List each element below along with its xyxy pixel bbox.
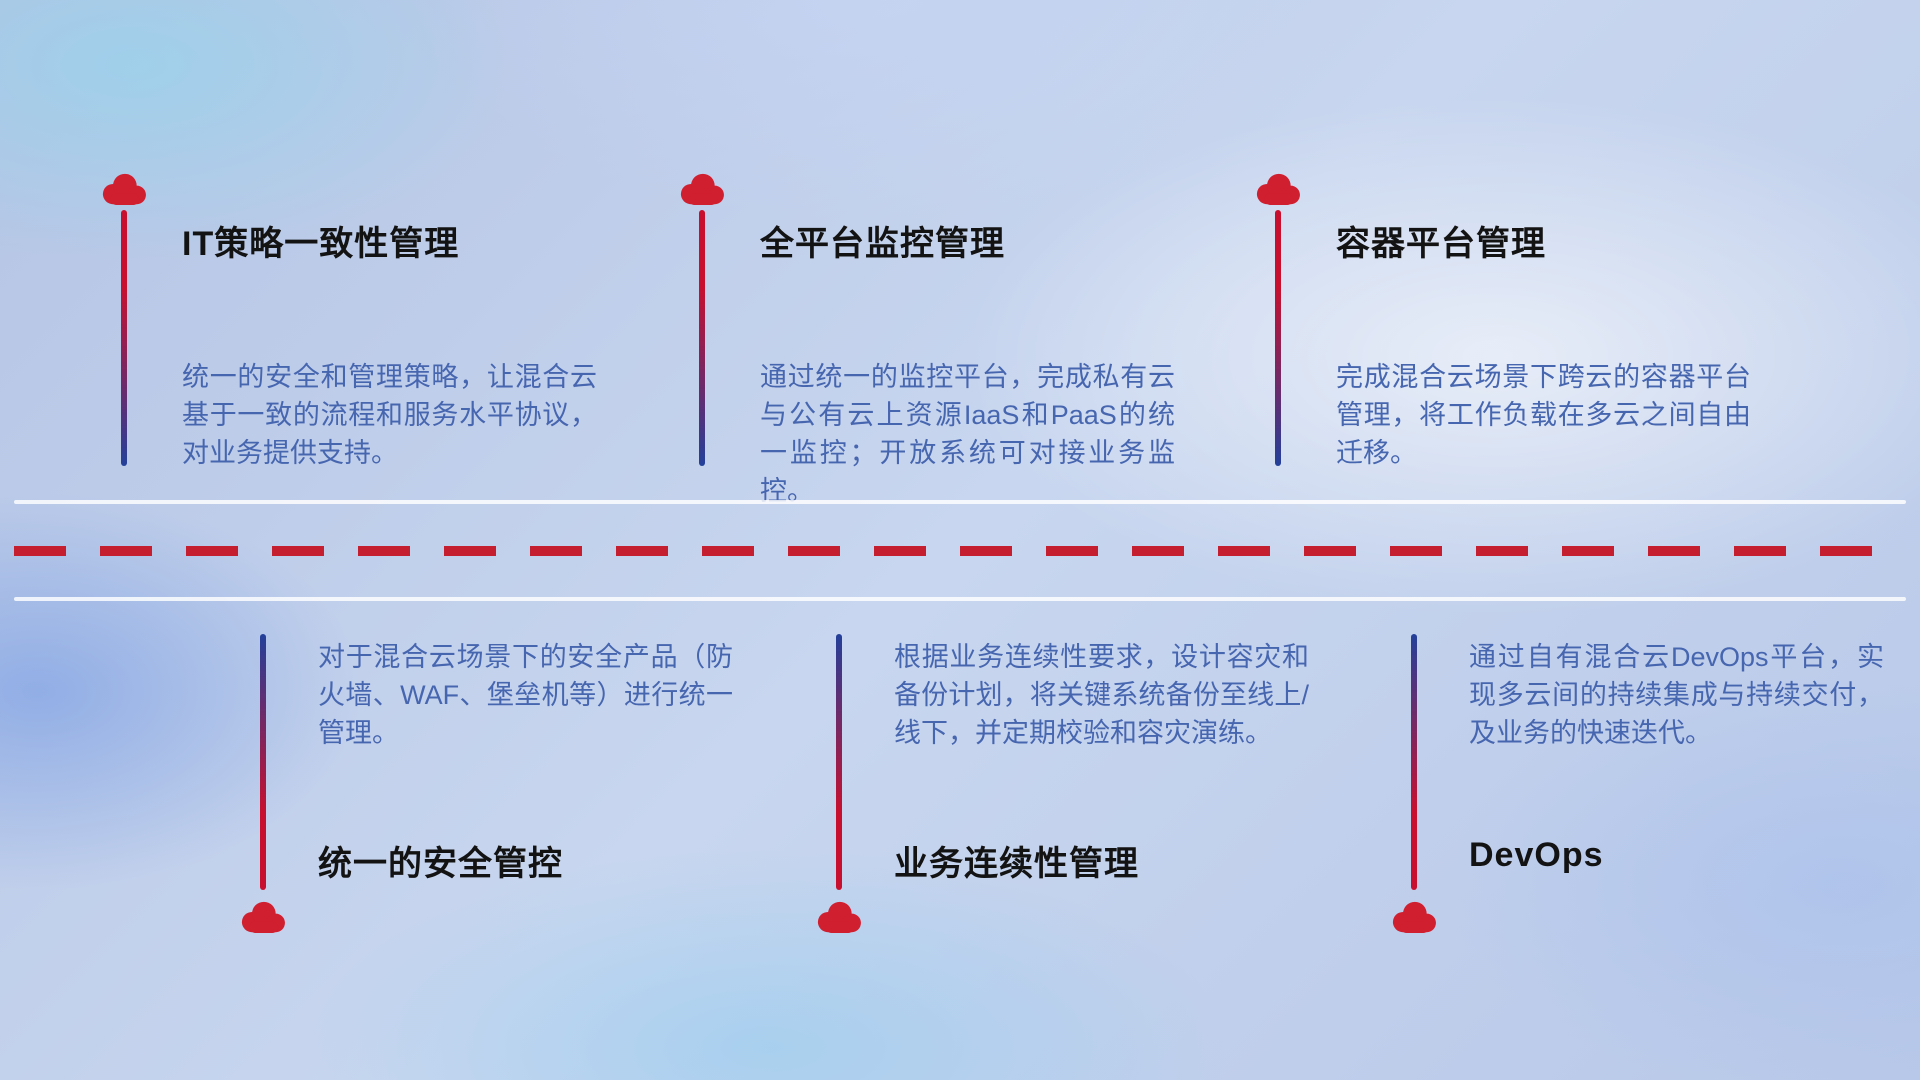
timeline-line [1411, 634, 1417, 890]
timeline-line [836, 634, 842, 890]
capability-description: 根据业务连续性要求，设计容灾和备份计划，将关键系统备份至线上/线下，并定期校验和… [894, 642, 1309, 748]
timeline-line [699, 210, 705, 466]
capability-business-continuity: 根据业务连续性要求，设计容灾和备份计划，将关键系统备份至线上/线下，并定期校验和… [812, 634, 1352, 954]
capability-title: DevOps [1469, 836, 1604, 874]
capability-description: 完成混合云场景下跨云的容器平台管理，将工作负载在多云之间自由迁移。 [1336, 362, 1751, 468]
cloud-icon [675, 170, 729, 208]
divider-dashed-line [14, 546, 1906, 556]
timeline-line [121, 210, 127, 466]
capability-title: 业务连续性管理 [894, 845, 1139, 883]
capability-title: 统一的安全管控 [318, 845, 563, 883]
capability-it-policy-consistency: IT策略一致性管理 统一的安全和管理策略，让混合云基于一致的流程和服务水平协议，… [97, 170, 637, 482]
capability-description: 通过统一的监控平台，完成私有云与公有云上资源IaaS和PaaS的统一监控；开放系… [760, 362, 1175, 506]
capability-unified-security: 对于混合云场景下的安全产品（防火墙、WAF、堡垒机等）进行统一管理。 统一的安全… [236, 634, 776, 954]
cloud-icon [1387, 898, 1441, 936]
capability-title: 全平台监控管理 [760, 225, 1005, 263]
timeline-line [1275, 210, 1281, 466]
capability-description: 对于混合云场景下的安全产品（防火墙、WAF、堡垒机等）进行统一管理。 [318, 642, 733, 748]
capability-container-platform: 容器平台管理 完成混合云场景下跨云的容器平台管理，将工作负载在多云之间自由迁移。 [1251, 170, 1791, 482]
cloud-icon [1251, 170, 1305, 208]
capability-title: IT策略一致性管理 [182, 225, 460, 263]
cloud-icon [97, 170, 151, 208]
capability-devops: 通过自有混合云DevOps平台，实现多云间的持续集成与持续交付，及业务的快速迭代… [1387, 634, 1920, 954]
cloud-icon [236, 898, 290, 936]
cloud-icon [812, 898, 866, 936]
capability-platform-monitoring: 全平台监控管理 通过统一的监控平台，完成私有云与公有云上资源IaaS和PaaS的… [675, 170, 1215, 506]
divider-bottom-line [14, 597, 1906, 601]
capability-title: 容器平台管理 [1336, 225, 1546, 263]
divider-top-line [14, 500, 1906, 504]
timeline-line [260, 634, 266, 890]
capability-description: 通过自有混合云DevOps平台，实现多云间的持续集成与持续交付，及业务的快速迭代… [1469, 642, 1884, 748]
capability-description: 统一的安全和管理策略，让混合云基于一致的流程和服务水平协议，对业务提供支持。 [182, 362, 597, 468]
